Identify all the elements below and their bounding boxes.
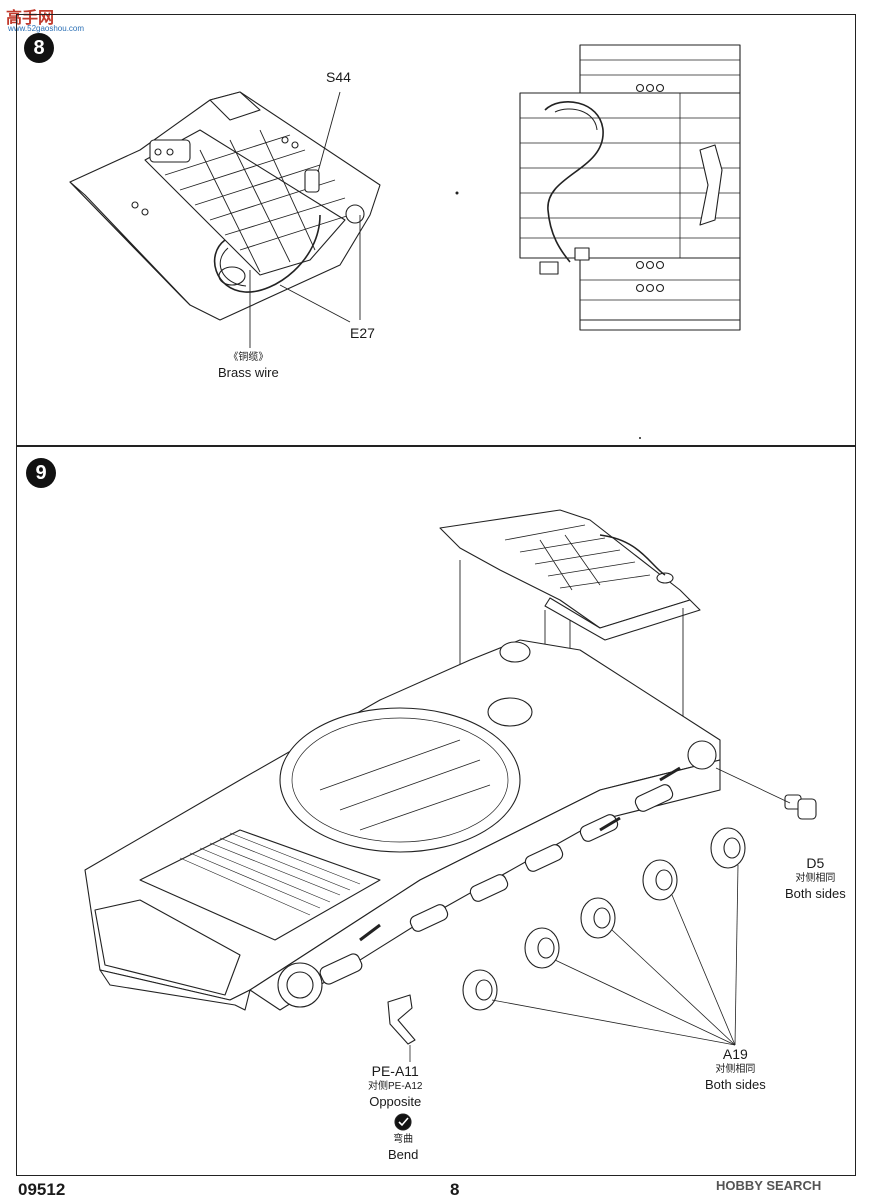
label-brass-wire: 《铜缆》 Brass wire <box>218 350 279 380</box>
bend-icon <box>394 1113 412 1131</box>
brass-wire-en: Brass wire <box>218 365 279 380</box>
d5-code: D5 <box>806 855 825 871</box>
step-9-badge: 9 <box>26 458 56 488</box>
pe-a12-code: 对侧PE-A12 <box>368 1081 423 1092</box>
tank-hull <box>84 639 721 1011</box>
source-logo: HOBBY SEARCH <box>716 1178 821 1193</box>
a19-en: Both sides <box>705 1077 766 1092</box>
step-8-badge: 8 <box>24 33 54 63</box>
step-9-panel <box>16 446 856 1176</box>
label-pe-a11: PE-A11 对侧PE-A12 Opposite <box>368 1063 423 1110</box>
source-logo-text: HOBBY SEARCH <box>716 1178 822 1193</box>
road-wheels-a19 <box>462 827 746 1011</box>
a19-code: A19 <box>722 1046 748 1062</box>
d5-en: Both sides <box>785 886 846 901</box>
suspension-arms <box>319 766 681 985</box>
pe-a11-code: PE-A11 <box>371 1063 419 1079</box>
step-8-panel <box>16 14 856 446</box>
step-8-leader-lines <box>249 91 361 348</box>
a19-cn: 对侧相同 <box>715 1064 756 1075</box>
label-s44: S44 <box>326 69 351 85</box>
part-d5 <box>784 794 817 820</box>
kit-number: 09512 <box>18 1180 66 1199</box>
bend-en: Bend <box>388 1147 419 1162</box>
label-d5: D5 对侧相同 Both sides <box>785 855 846 902</box>
engine-deck-perspective <box>69 91 381 321</box>
engine-deck-part <box>439 509 701 641</box>
page-number: 8 <box>450 1180 460 1199</box>
d5-cn: 对侧相同 <box>795 873 836 884</box>
step-9-leader-lines <box>409 767 791 1062</box>
watermark-sub: www.52gaoshou.com <box>8 24 85 33</box>
label-a19: A19 对侧相同 Both sides <box>705 1046 766 1093</box>
engine-deck-top-view <box>519 44 741 331</box>
brass-wire-cn: 《铜缆》 <box>228 352 269 363</box>
bend-cn: 弯曲 <box>393 1134 414 1145</box>
label-bend: 弯曲 Bend <box>388 1132 418 1162</box>
pe-a11-bracket <box>387 994 416 1045</box>
opposite-text: Opposite <box>369 1094 422 1109</box>
label-e27: E27 <box>350 325 375 341</box>
